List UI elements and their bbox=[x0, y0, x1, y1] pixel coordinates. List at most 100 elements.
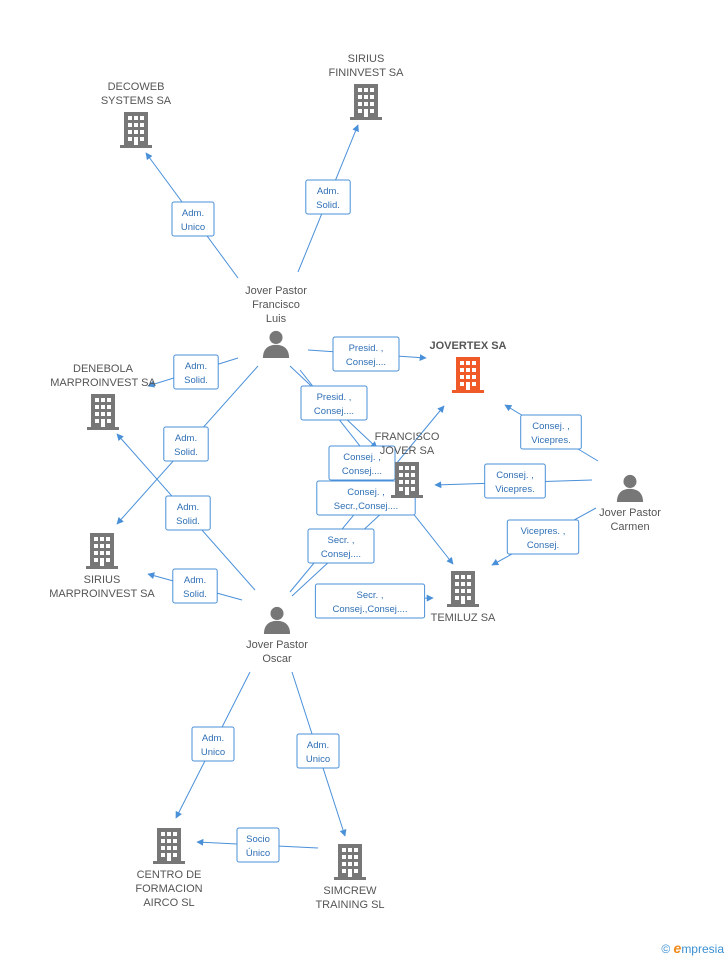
edge-label: Consej. ,Vicepres. bbox=[484, 463, 546, 499]
edge-label: Secr. , Consej.,Consej.... bbox=[314, 583, 426, 619]
edge-label-text: Unico bbox=[181, 222, 205, 233]
node-label: SYSTEMS SA bbox=[101, 95, 172, 107]
node-label: FRANCISCO bbox=[375, 431, 440, 443]
node-label: DENEBOLA bbox=[73, 363, 134, 375]
edge-label-text: Adm. bbox=[177, 502, 199, 513]
node-label: JOVER SA bbox=[380, 445, 435, 457]
edge-label: Consej. , Vicepres. bbox=[520, 414, 582, 450]
copyright-symbol: © bbox=[661, 942, 671, 956]
edge-label: Adm. Solid. bbox=[163, 426, 209, 462]
node-label: SIRIUS bbox=[348, 53, 385, 65]
edge-label-text: Consej. , bbox=[343, 452, 381, 463]
edge-label-text: Solid. bbox=[316, 200, 340, 211]
edge-label-box bbox=[191, 726, 235, 762]
node-label: FININVEST SA bbox=[329, 67, 405, 79]
node-label: JOVERTEX SA bbox=[429, 340, 506, 352]
edge-label-box bbox=[236, 827, 280, 863]
node-label: TEMILUZ SA bbox=[431, 612, 496, 624]
edge-label-text: Secr. , bbox=[328, 535, 355, 546]
edge-label-box bbox=[520, 414, 582, 450]
edge-label-box bbox=[314, 583, 426, 619]
node-decoweb[interactable]: DECOWEB SYSTEMS SA bbox=[101, 81, 172, 148]
edge-label-text: Secr. , bbox=[357, 590, 384, 601]
node-francisco_jover[interactable]: FRANCISCO JOVER SA bbox=[375, 431, 440, 498]
building-icon bbox=[120, 112, 152, 148]
edge-label-box bbox=[307, 528, 375, 564]
edge-label-text: Solid. bbox=[184, 375, 208, 386]
node-label: DECOWEB bbox=[108, 81, 165, 93]
node-sirius_fin[interactable]: SIRIUS FININVEST SA bbox=[329, 53, 405, 120]
edge-label-text: Vicepres. , bbox=[521, 526, 566, 537]
edge-label-text: Adm. bbox=[184, 575, 206, 586]
node-temiluz[interactable]: TEMILUZ SA bbox=[431, 571, 496, 624]
edge-label-text: Consej. , bbox=[532, 421, 570, 432]
edge-label-box bbox=[296, 733, 340, 769]
node-label: Jover Pastor bbox=[246, 639, 308, 651]
edge-label-text: Adm. bbox=[202, 733, 224, 744]
edge-label-text: Consej.,Consej.... bbox=[333, 604, 408, 615]
node-label: SIRIUS bbox=[84, 574, 121, 586]
edge-label-text: Adm. bbox=[185, 361, 207, 372]
edge-label-text: Unico bbox=[306, 754, 330, 765]
edge-label-box bbox=[172, 568, 218, 604]
node-label: CENTRO DE bbox=[137, 869, 202, 881]
edge-label-text: Secr.,Consej.... bbox=[334, 501, 398, 512]
edge-label-box bbox=[305, 179, 351, 215]
building-icon bbox=[391, 462, 423, 498]
node-label: TRAINING SL bbox=[315, 899, 384, 911]
building-icon bbox=[87, 394, 119, 430]
edge-label: Adm. Unico bbox=[171, 201, 215, 237]
node-label: Jover Pastor bbox=[245, 285, 307, 297]
edge-label-text: Consej.... bbox=[314, 406, 354, 417]
node-centro[interactable]: CENTRO DE FORMACION AIRCO SL bbox=[135, 828, 203, 909]
building-icon bbox=[447, 571, 479, 607]
edge-label-text: Consej. , bbox=[496, 470, 534, 481]
edge-label-box bbox=[300, 385, 368, 421]
node-denebola[interactable]: DENEBOLA MARPROINVEST SA bbox=[50, 363, 156, 430]
edge-label: Adm. Unico bbox=[296, 733, 340, 769]
edge-label-box bbox=[163, 426, 209, 462]
edge-label-text: Consej.... bbox=[342, 466, 382, 477]
node-label: Francisco bbox=[252, 299, 300, 311]
edge-label-text: Vicepres. bbox=[531, 435, 570, 446]
node-label: Oscar bbox=[262, 653, 292, 665]
nodes-layer: DECOWEB SYSTEMS SA SIRIUS FININVEST SA Jover… bbox=[49, 53, 661, 911]
node-label: Jover Pastor bbox=[599, 507, 661, 519]
edge-label: Adm. Solid. bbox=[173, 354, 219, 390]
edge-label-text: Adm. bbox=[307, 740, 329, 751]
building-icon bbox=[153, 828, 185, 864]
edge-label: Adm.Unico bbox=[191, 726, 235, 762]
edge-label-box bbox=[332, 336, 400, 372]
building-icon bbox=[350, 84, 382, 120]
edge-label: Adm. Solid. bbox=[165, 495, 211, 531]
edge-label-box bbox=[316, 480, 416, 516]
person-icon bbox=[262, 330, 290, 358]
edge-label-text: Solid. bbox=[183, 589, 207, 600]
edge-label-box bbox=[171, 201, 215, 237]
edge-label-text: Solid. bbox=[176, 516, 200, 527]
edge-label-text: Adm. bbox=[182, 208, 204, 219]
node-label: FORMACION bbox=[135, 883, 202, 895]
edge-label-text: Adm. bbox=[317, 186, 339, 197]
brand-name: mpresia bbox=[681, 942, 724, 956]
person-icon bbox=[616, 474, 644, 502]
edge-label-text: Adm. bbox=[175, 433, 197, 444]
node-label: SIMCREW bbox=[323, 885, 377, 897]
node-simcrew[interactable]: SIMCREW TRAINING SL bbox=[315, 844, 385, 911]
building-icon bbox=[452, 357, 484, 393]
node-label: MARPROINVEST SA bbox=[50, 377, 156, 389]
brand-initial: e bbox=[673, 940, 682, 956]
node-jovertex[interactable]: JOVERTEX SA bbox=[429, 340, 507, 393]
edge-label-text: Consej. , bbox=[347, 487, 385, 498]
edge-label: Consej. , Consej.... bbox=[328, 445, 396, 481]
node-label: AIRCO SL bbox=[143, 897, 194, 909]
edge-label-text: Solid. bbox=[174, 447, 198, 458]
person-icon bbox=[263, 606, 291, 634]
